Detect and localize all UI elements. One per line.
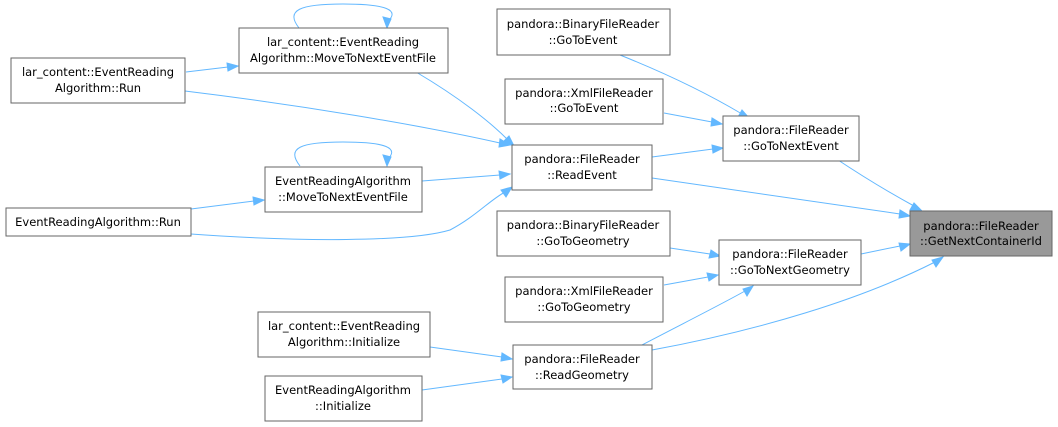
edge-era-run-to-read-event	[190, 186, 514, 241]
svg-text:::GoToNextGeometry: ::GoToNextGeometry	[730, 263, 850, 277]
svg-text:EventReadingAlgorithm::Run: EventReadingAlgorithm::Run	[15, 215, 181, 229]
edge-lar-run-to-lar-move-file	[185, 62, 240, 73]
edge-lar-run-to-read-event	[184, 90, 512, 148]
node-lar-run[interactable]: lar_content::EventReading Algorithm::Run	[10, 57, 186, 104]
edge-xml-goto-event-to-goto-next-event	[663, 112, 724, 127]
svg-text:::ReadGeometry: ::ReadGeometry	[535, 368, 629, 382]
node-binary-goto-event[interactable]: pandora::BinaryFileReader ::GoToEvent	[496, 8, 671, 56]
svg-text:::GoToGeometry: ::GoToGeometry	[536, 234, 629, 248]
node-lar-initialize[interactable]: lar_content::EventReading Algorithm::Ini…	[257, 311, 431, 358]
node-read-event[interactable]: pandora::FileReader ::ReadEvent	[511, 144, 653, 191]
node-get-next-container-id[interactable]: pandora::FileReader ::GetNextContainerId	[909, 210, 1053, 257]
node-lar-move-to-next-event-file[interactable]: lar_content::EventReading Algorithm::Mov…	[238, 27, 449, 74]
edge-goto-next-event-to-get-next-container-id	[834, 157, 924, 212]
edge-xml-goto-geometry-to-goto-next-geometry	[663, 272, 720, 286]
svg-text:::GoToNextEvent: ::GoToNextEvent	[743, 139, 839, 153]
edge-goto-next-event-to-read-event	[651, 144, 725, 158]
svg-text:pandora::FileReader: pandora::FileReader	[923, 219, 1039, 233]
svg-text:::GoToEvent: ::GoToEvent	[549, 33, 618, 47]
svg-text:Algorithm::Run: Algorithm::Run	[55, 81, 141, 95]
svg-text:pandora::FileReader: pandora::FileReader	[524, 152, 640, 166]
edge-lar-move-file-to-read-event	[415, 71, 516, 147]
svg-text:lar_content::EventReading: lar_content::EventReading	[268, 319, 420, 333]
node-goto-next-geometry[interactable]: pandora::FileReader ::GoToNextGeometry	[718, 239, 862, 286]
node-xml-goto-event[interactable]: pandora::XmlFileReader ::GoToEvent	[504, 78, 664, 125]
node-goto-next-event[interactable]: pandora::FileReader ::GoToNextEvent	[722, 115, 860, 162]
edge-read-event-to-get-next-container-id	[651, 177, 912, 219]
edge-binary-goto-geometry-to-goto-next-geometry	[669, 247, 722, 259]
svg-text:pandora::XmlFileReader: pandora::XmlFileReader	[515, 86, 653, 100]
svg-text:lar_content::EventReading: lar_content::EventReading	[267, 35, 419, 49]
node-era-run[interactable]: EventReadingAlgorithm::Run	[5, 207, 192, 237]
svg-text:Algorithm::MoveToNextEventFile: Algorithm::MoveToNextEventFile	[250, 51, 436, 65]
svg-text:EventReadingAlgorithm: EventReadingAlgorithm	[275, 174, 411, 188]
edge-era-move-file-to-read-event	[421, 170, 512, 182]
node-binary-goto-geometry[interactable]: pandora::BinaryFileReader ::GoToGeometry	[496, 210, 671, 257]
svg-text:pandora::BinaryFileReader: pandora::BinaryFileReader	[507, 17, 660, 31]
svg-text:::GoToGeometry: ::GoToGeometry	[537, 300, 630, 314]
edge-era-initialize-to-read-geometry	[421, 374, 514, 391]
svg-text:pandora::FileReader: pandora::FileReader	[524, 352, 640, 366]
svg-text:lar_content::EventReading: lar_content::EventReading	[22, 65, 174, 79]
svg-text:::GoToEvent: ::GoToEvent	[550, 101, 619, 115]
svg-text:pandora::BinaryFileReader: pandora::BinaryFileReader	[507, 218, 660, 232]
edge-lar-move-file-self-loop	[293, 3, 393, 30]
edge-goto-next-geometry-to-get-next-container-id	[860, 242, 912, 255]
svg-text:::ReadEvent: ::ReadEvent	[547, 168, 617, 182]
node-era-move-to-next-event-file[interactable]: EventReadingAlgorithm ::MoveToNextEventF…	[264, 166, 423, 213]
svg-text:EventReadingAlgorithm: EventReadingAlgorithm	[275, 383, 411, 397]
edge-read-geometry-to-goto-next-geometry	[639, 285, 755, 347]
edge-lar-initialize-to-read-geometry	[429, 346, 514, 362]
node-xml-goto-geometry[interactable]: pandora::XmlFileReader ::GoToGeometry	[504, 276, 664, 323]
edge-read-geometry-to-get-next-container-id	[651, 256, 945, 351]
svg-text:::MoveToNextEventFile: ::MoveToNextEventFile	[278, 190, 408, 204]
svg-text:pandora::FileReader: pandora::FileReader	[733, 123, 849, 137]
edge-era-move-file-self-loop	[294, 141, 393, 168]
svg-text:::GetNextContainerId: ::GetNextContainerId	[920, 234, 1042, 248]
svg-text:::Initialize: ::Initialize	[315, 399, 371, 413]
node-era-initialize[interactable]: EventReadingAlgorithm ::Initialize	[264, 375, 423, 422]
node-read-geometry[interactable]: pandora::FileReader ::ReadGeometry	[512, 344, 653, 390]
svg-text:Algorithm::Initialize: Algorithm::Initialize	[288, 335, 400, 349]
edge-era-run-to-era-move-file	[190, 196, 266, 210]
svg-text:pandora::FileReader: pandora::FileReader	[732, 247, 848, 261]
svg-text:pandora::XmlFileReader: pandora::XmlFileReader	[515, 284, 653, 298]
